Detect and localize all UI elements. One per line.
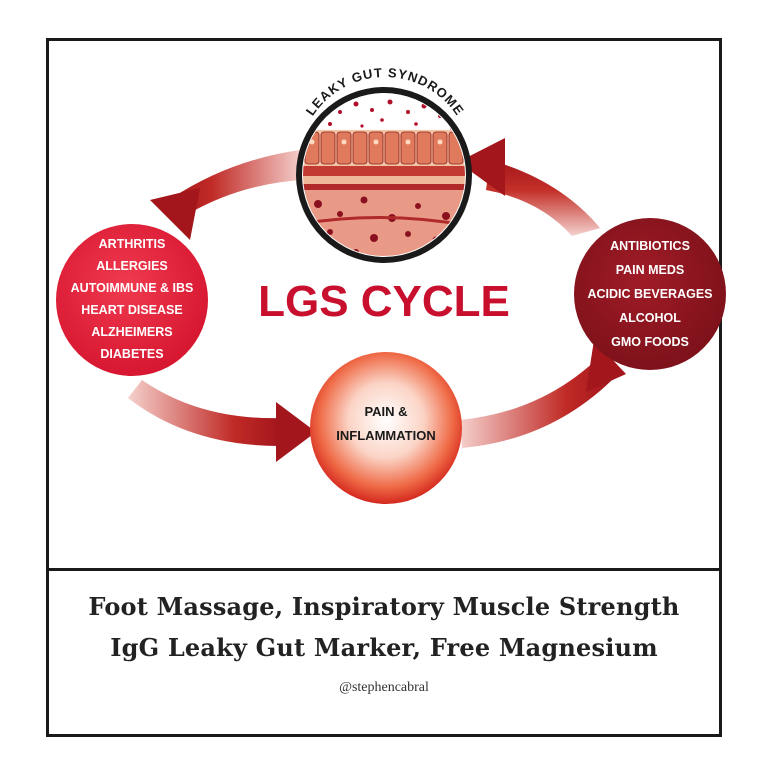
arrow-to-bottom-circle [128, 380, 316, 462]
bottom-circle-inflammation: PAIN & INFLAMMATION [310, 352, 462, 504]
condition-label: AUTOIMMUNE & IBS [71, 281, 194, 295]
caption-line-1: Foot Massage, Inspiratory Muscle Strengt… [88, 592, 680, 621]
inflammation-label: PAIN & [364, 404, 407, 419]
lgs-cycle-diagram: LEAKY GUT SYNDROME LGS CYCLE ARTHRITIS A… [56, 65, 726, 504]
cause-label: ALCOHOL [619, 311, 681, 325]
condition-label: HEART DISEASE [81, 303, 182, 317]
inflammation-label: INFLAMMATION [336, 428, 435, 443]
cause-label: ANTIBIOTICS [610, 239, 690, 253]
leaky-gut-illustration: LEAKY GUT SYNDROME [296, 65, 472, 263]
cause-label: PAIN MEDS [616, 263, 685, 277]
arrow-to-left-circle [150, 150, 302, 240]
right-circle-causes: ANTIBIOTICS PAIN MEDS ACIDIC BEVERAGES A… [574, 218, 726, 370]
caption-divider [46, 568, 722, 571]
cause-label: ACIDIC BEVERAGES [587, 287, 712, 301]
condition-label: ARTHRITIS [99, 237, 166, 251]
left-circle-conditions: ARTHRITIS ALLERGIES AUTOIMMUNE & IBS HEA… [56, 224, 208, 376]
condition-label: DIABETES [100, 347, 163, 361]
condition-label: ALLERGIES [96, 259, 168, 273]
caption-line-2: IgG Leaky Gut Marker, Free Magnesium [110, 633, 658, 662]
center-title: LGS CYCLE [258, 277, 510, 326]
cause-label: GMO FOODS [611, 335, 689, 349]
condition-label: ALZHEIMERS [91, 325, 172, 339]
arrow-to-top-circle [458, 138, 600, 236]
arrow-to-right-circle [460, 340, 626, 448]
author-handle: @stephencabral [339, 680, 429, 695]
